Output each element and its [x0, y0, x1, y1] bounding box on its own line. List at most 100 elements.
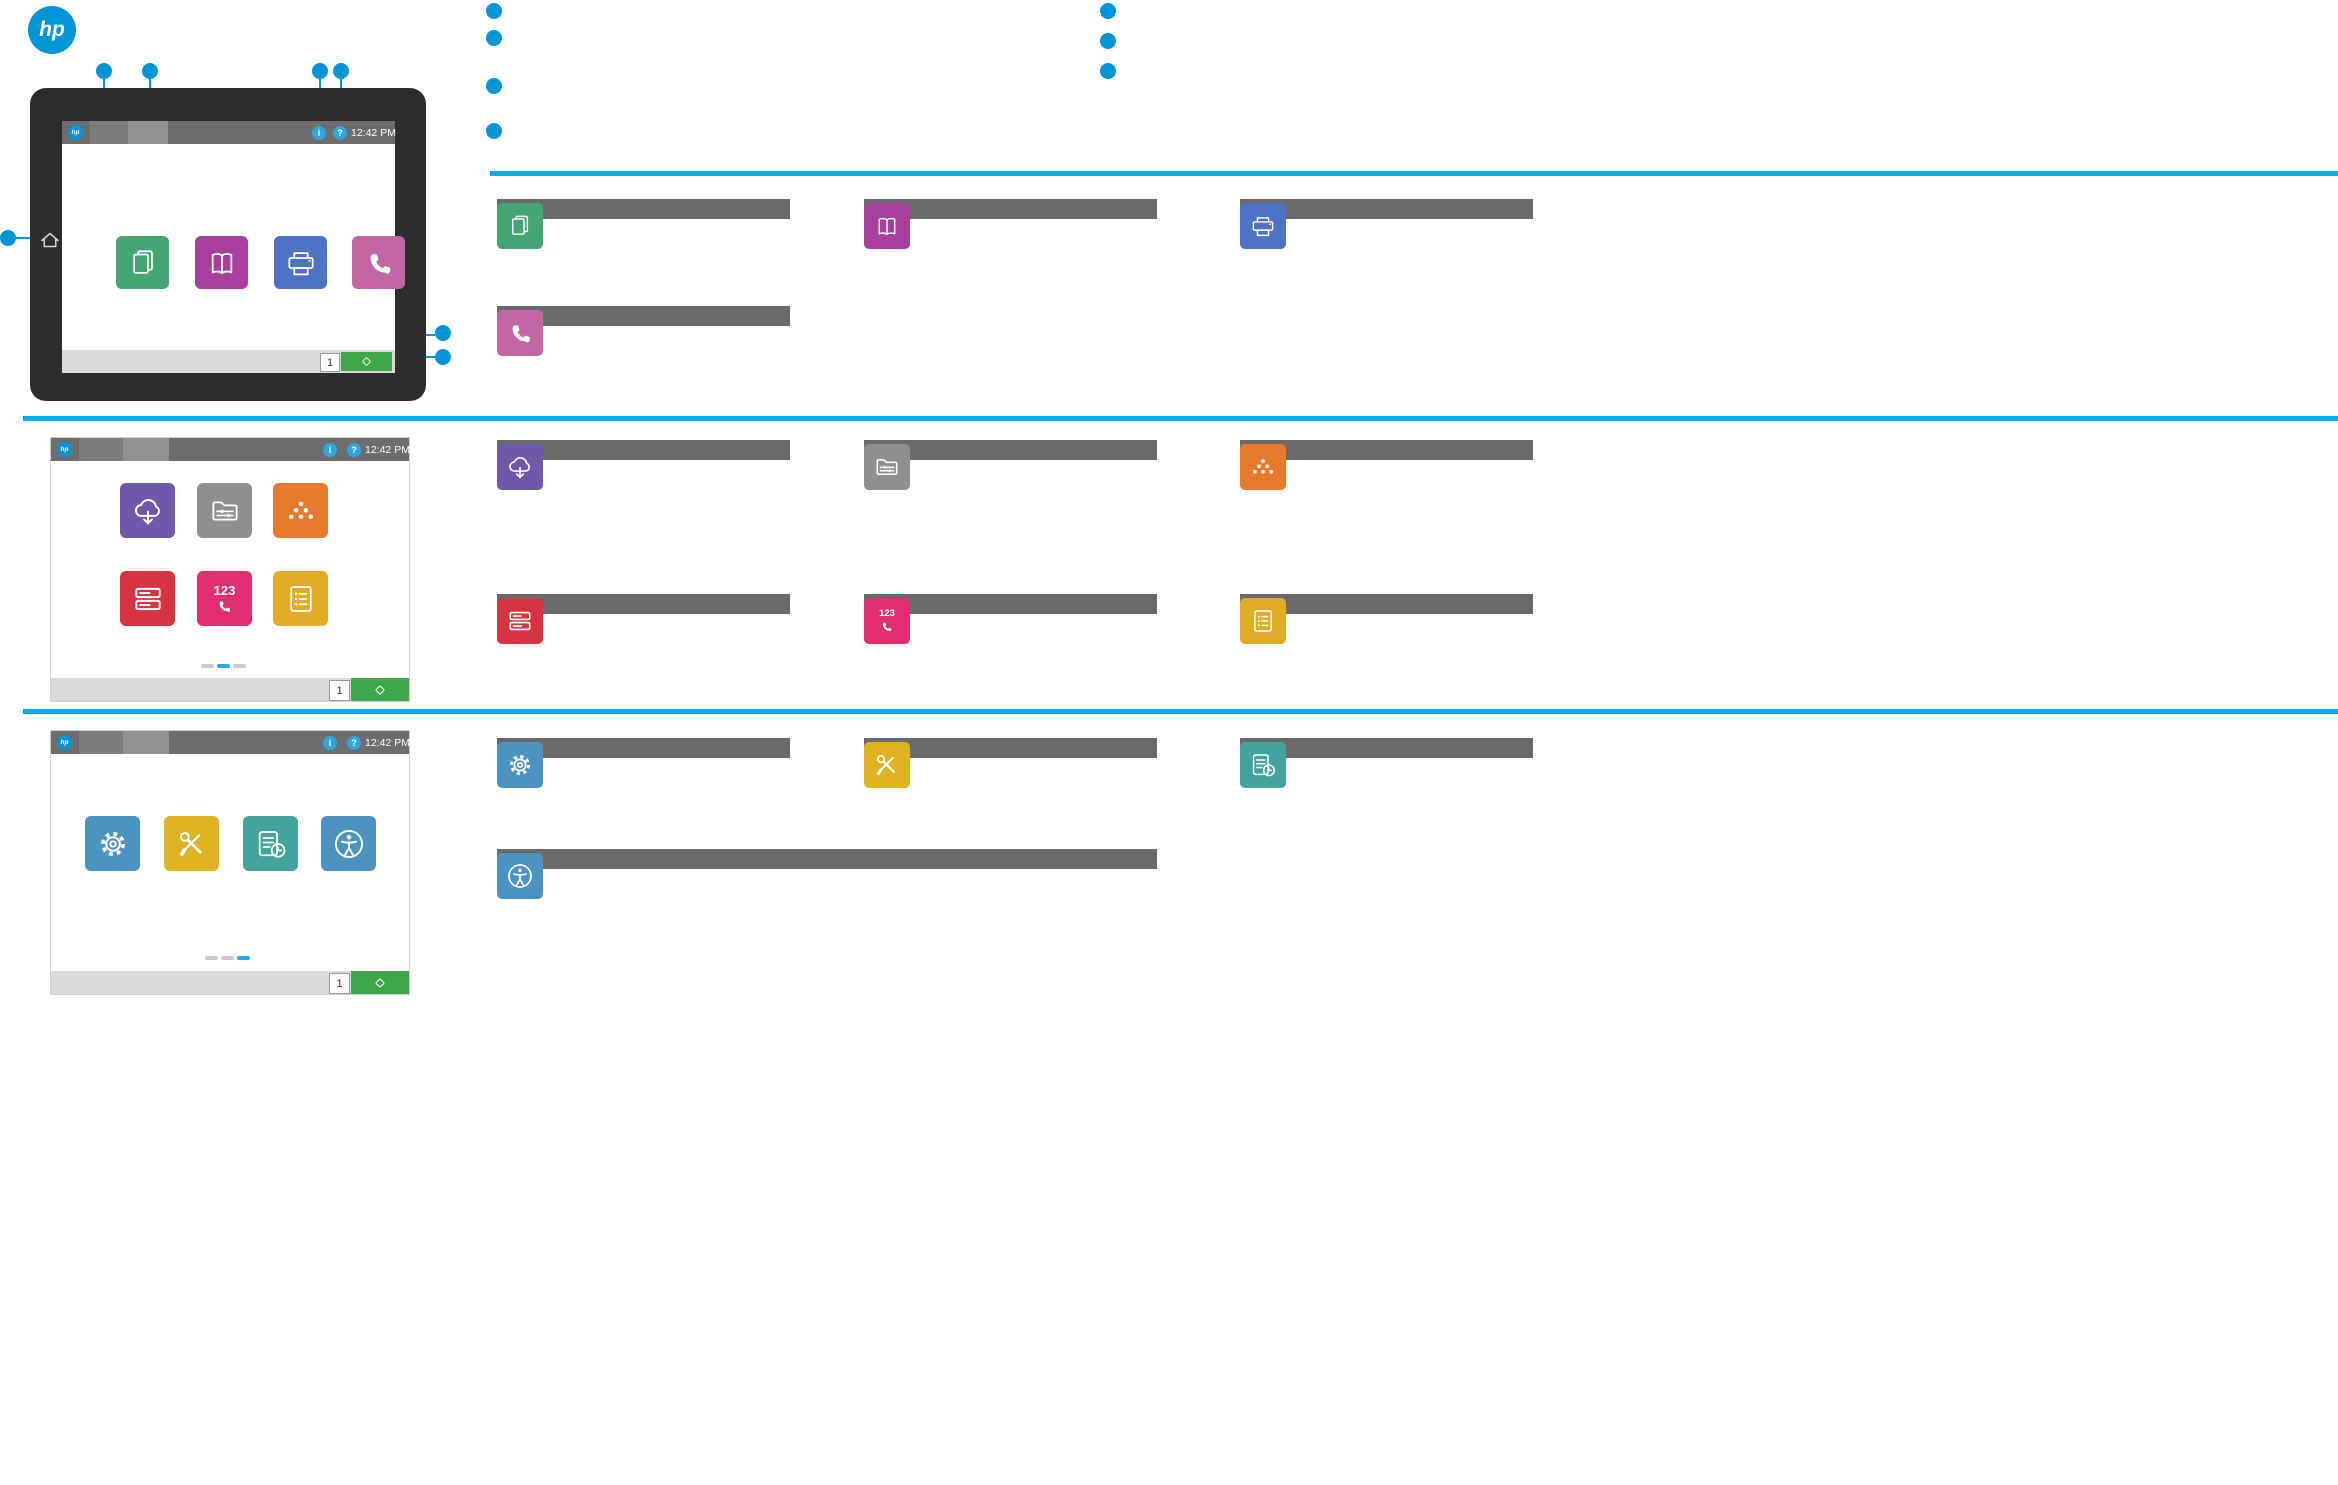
copies-field[interactable]: 1 — [320, 353, 340, 372]
help-glyph: ? — [351, 444, 357, 455]
copy-icon — [497, 203, 543, 249]
info-icon[interactable]: i — [312, 125, 326, 140]
scheduled-jobs-tile[interactable] — [243, 816, 298, 871]
job-log-icon — [1240, 598, 1286, 644]
book-icon — [864, 203, 910, 249]
supplies-icon — [283, 493, 319, 529]
legend-title-bar — [864, 199, 1157, 219]
clock-text: 12:42 PM — [365, 736, 410, 749]
callout-dot — [435, 325, 451, 341]
job-log-tile[interactable] — [273, 571, 328, 626]
topbar-button[interactable] — [79, 731, 123, 754]
hp-logo-mini: hp — [68, 125, 83, 140]
settings-gear-icon — [497, 742, 543, 788]
legend-title-bar — [497, 440, 790, 460]
legend-title-bar — [497, 306, 790, 326]
section-divider — [23, 709, 2338, 714]
contacts-icon: 123 — [864, 598, 910, 644]
callout-dot — [435, 349, 451, 365]
copies-value: 1 — [336, 684, 343, 697]
legend-title-bar — [864, 440, 1157, 460]
info-icon[interactable]: i — [323, 442, 337, 457]
contacts-tile[interactable]: 123 — [197, 571, 252, 626]
topbar-button[interactable] — [128, 121, 168, 144]
help-icon[interactable]: ? — [347, 442, 361, 457]
status-bar: hp i ? 12:42 PM — [62, 121, 396, 144]
trays-tile[interactable] — [120, 571, 175, 626]
help-icon[interactable]: ? — [347, 735, 361, 750]
fax-icon — [364, 248, 394, 278]
control-panel-device: hp i ? 12:42 PM — [30, 88, 426, 401]
topbar-button[interactable] — [123, 438, 169, 461]
callout-dot — [333, 63, 349, 79]
page-indicator-dot — [233, 664, 246, 668]
hp-logo-mini: hp — [57, 735, 72, 750]
copy-tile[interactable] — [116, 236, 169, 289]
book-icon — [205, 246, 239, 280]
maintenance-tile[interactable] — [164, 816, 219, 871]
scan-tile[interactable] — [195, 236, 248, 289]
settings-tile[interactable] — [85, 816, 140, 871]
callout-dot — [1100, 3, 1116, 19]
info-glyph: i — [328, 444, 332, 455]
hp-logo: hp — [28, 6, 76, 54]
callout-dot — [486, 3, 502, 19]
settings-gear-icon — [95, 826, 131, 862]
fax-tile[interactable] — [352, 236, 405, 289]
topbar-button[interactable] — [90, 121, 128, 144]
start-copy-button[interactable] — [351, 971, 409, 994]
copies-field[interactable]: 1 — [329, 973, 350, 994]
job-storage-folder-icon — [207, 493, 243, 529]
section-divider — [23, 416, 2338, 421]
start-icon — [359, 354, 374, 369]
start-copy-button[interactable] — [341, 352, 392, 371]
scheduled-jobs-icon — [253, 826, 289, 862]
legend-title-bar — [1240, 440, 1533, 460]
legend-title-bar — [1240, 199, 1533, 219]
fax-icon — [497, 310, 543, 356]
topbar-button[interactable] — [123, 731, 169, 754]
hp-logo-text: hp — [39, 18, 65, 41]
home-icon[interactable] — [38, 228, 62, 252]
quick-action-bar: 1 — [62, 350, 395, 373]
page-indicator-dot — [217, 664, 230, 668]
copies-field[interactable]: 1 — [329, 680, 350, 701]
callout-dot — [486, 30, 502, 46]
maintenance-tools-icon — [174, 826, 210, 862]
hp-logo-text: hp — [71, 129, 80, 136]
status-bar: hp i ? 12:42 PM — [51, 438, 410, 461]
info-icon[interactable]: i — [323, 735, 337, 750]
hp-logo-text: hp — [60, 739, 69, 746]
callout-dot — [486, 78, 502, 94]
touchscreen: hp i ? 12:42 PM — [62, 121, 405, 373]
printer-icon — [284, 246, 318, 280]
status-bar: hp i ? 12:42 PM — [51, 731, 410, 754]
info-glyph: i — [328, 737, 332, 748]
callout-dot — [1100, 63, 1116, 79]
quick-action-bar: 1 — [51, 678, 409, 701]
start-icon — [372, 975, 388, 991]
accessibility-icon — [330, 825, 368, 863]
job-storage-tile[interactable] — [197, 483, 252, 538]
contacts-keypad-label: 123 — [213, 582, 236, 598]
clock: 12:42 PM — [351, 121, 396, 144]
legend-title-bar — [1240, 738, 1533, 758]
topbar-button[interactable] — [79, 438, 123, 461]
help-icon[interactable]: ? — [333, 125, 347, 140]
callout-dot — [96, 63, 112, 79]
start-icon — [372, 682, 388, 698]
print-tile[interactable] — [274, 236, 327, 289]
supplies-tile[interactable] — [273, 483, 328, 538]
trays-icon — [130, 581, 166, 617]
cloud-tile[interactable] — [120, 483, 175, 538]
trays-icon — [497, 598, 543, 644]
touchscreen-page-3: hp i ? 12:42 PM — [50, 730, 410, 995]
hp-logo-text: hp — [60, 446, 69, 453]
start-copy-button[interactable] — [351, 678, 409, 701]
callout-dot — [142, 63, 158, 79]
callout-dot — [1100, 33, 1116, 49]
accessibility-tile[interactable] — [321, 816, 376, 871]
quick-action-bar: 1 — [51, 971, 409, 994]
touchscreen-page-2: hp i ? 12:42 PM 12 — [50, 437, 410, 702]
